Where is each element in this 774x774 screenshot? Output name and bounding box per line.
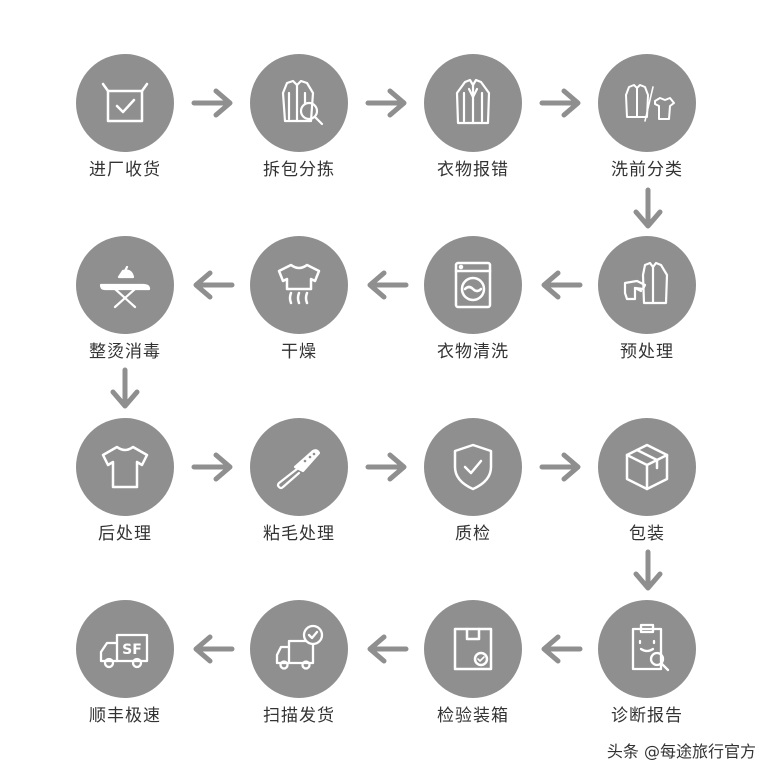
step-label: 干燥 — [281, 342, 317, 362]
clipboard-search-icon — [598, 600, 696, 698]
sf-truck-icon: SF — [76, 600, 174, 698]
ironing-board-icon — [76, 236, 174, 334]
step-label: 衣物清洗 — [437, 342, 509, 362]
step-label: 扫描发货 — [263, 706, 335, 726]
arrow-left-icon — [193, 270, 235, 300]
truck-clock-icon — [250, 600, 348, 698]
arrow-left-icon — [541, 634, 583, 664]
arrow-down-icon — [633, 549, 663, 591]
arrow-down-icon — [633, 187, 663, 229]
step-label: 包装 — [629, 524, 665, 544]
step-label: 衣物报错 — [437, 160, 509, 180]
step-label: 洗前分类 — [611, 160, 683, 180]
shirt-steam-icon — [250, 236, 348, 334]
arrow-right-icon — [365, 88, 407, 118]
arrow-right-icon — [539, 452, 581, 482]
arrow-left-icon — [367, 634, 409, 664]
arrow-right-icon — [191, 88, 233, 118]
step-label: 质检 — [455, 524, 491, 544]
step-label: 粘毛处理 — [263, 524, 335, 544]
jacket-tshirt-icon — [598, 54, 696, 152]
shield-check-icon — [424, 418, 522, 516]
jacket-icon — [424, 54, 522, 152]
lint-roller-icon — [250, 418, 348, 516]
jacket-magnifier-icon — [250, 54, 348, 152]
arrow-left-icon — [367, 270, 409, 300]
step-label: 后处理 — [98, 524, 152, 544]
arrow-left-icon — [193, 634, 235, 664]
hand-jacket-icon — [598, 236, 696, 334]
watermark: 头条 @每途旅行官方 — [606, 742, 756, 761]
step-label: 诊断报告 — [611, 706, 683, 726]
svg-text:SF: SF — [122, 642, 142, 658]
step-label: 进厂收货 — [89, 160, 161, 180]
washing-machine-icon — [424, 236, 522, 334]
step-label: 预处理 — [620, 342, 674, 362]
step-label: 检验装箱 — [437, 706, 509, 726]
box-stamp-icon — [424, 600, 522, 698]
tshirt-icon — [76, 418, 174, 516]
arrow-right-icon — [365, 452, 407, 482]
box-check-icon — [76, 54, 174, 152]
arrow-right-icon — [539, 88, 581, 118]
step-label: 顺丰极速 — [89, 706, 161, 726]
step-label: 整烫消毒 — [89, 342, 161, 362]
step-label: 拆包分拣 — [263, 160, 335, 180]
package-box-icon — [598, 418, 696, 516]
arrow-left-icon — [541, 270, 583, 300]
arrow-right-icon — [191, 452, 233, 482]
arrow-down-icon — [110, 367, 140, 409]
